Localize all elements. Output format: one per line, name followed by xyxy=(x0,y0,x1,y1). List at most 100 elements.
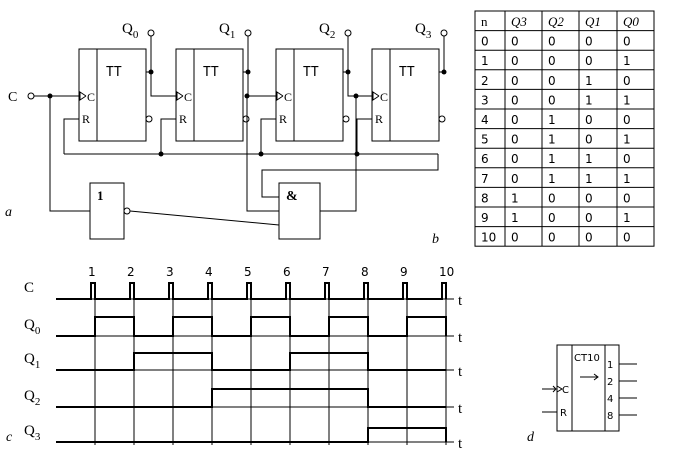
table-cell: 1 xyxy=(623,93,631,107)
flipflop-inverted-output xyxy=(438,115,446,123)
table-cell: 0 xyxy=(585,35,593,49)
table-cell: 0 xyxy=(623,152,631,166)
flipflop-c-pin: C xyxy=(87,90,95,104)
table-header: Q2 xyxy=(548,14,564,29)
table-cell: 0 xyxy=(623,113,631,127)
part-label-b: b xyxy=(432,232,439,247)
table-cell: 8 xyxy=(481,191,489,205)
clock-waveform xyxy=(56,282,447,300)
q2-label: Q2 xyxy=(319,21,335,41)
table-cell: 0 xyxy=(623,231,631,245)
table-cell: 0 xyxy=(585,113,593,127)
clock-pulse-number: 1 xyxy=(88,265,96,279)
table-cell: 0 xyxy=(511,133,519,147)
flipflop-c-pin: C xyxy=(284,90,292,104)
counter-chip-title: CT10 xyxy=(574,353,600,364)
table-cell: 0 xyxy=(511,54,519,68)
signal-label-1: Q0 xyxy=(24,317,41,337)
table-header: Q1 xyxy=(585,14,601,29)
table-cell: 2 xyxy=(481,74,489,88)
q2-output-pin xyxy=(344,29,352,37)
table-cell: 0 xyxy=(548,35,556,49)
and-gate xyxy=(278,182,321,240)
flipflop-r-pin: R xyxy=(82,112,90,126)
table-header: n xyxy=(481,14,488,29)
table-cell: 0 xyxy=(511,231,519,245)
clock-pulse-number: 3 xyxy=(166,265,174,279)
table-cell: 0 xyxy=(511,172,519,186)
counter-chip-symbol: CT10 C R 1 2 4 8 d xyxy=(527,344,637,445)
clock-pulse-number: 4 xyxy=(205,265,213,279)
time-axis-label: t xyxy=(458,364,463,380)
table-cell: 0 xyxy=(623,74,631,88)
signal-label-0: C xyxy=(24,280,34,296)
flipflop-r-pin: R xyxy=(279,112,287,126)
not-gate-output-bubble xyxy=(123,207,131,215)
clock-pulse-number: 10 xyxy=(439,265,454,279)
flipflop-c-pin: C xyxy=(380,90,388,104)
flipflop-type-label: TT xyxy=(106,65,122,80)
not-gate-label: 1 xyxy=(97,188,104,203)
table-cell: 1 xyxy=(585,172,593,186)
signal-label-3: Q2 xyxy=(24,388,40,408)
table-cell: 0 xyxy=(585,133,593,147)
table-cell: 1 xyxy=(481,54,489,68)
table-cell: 1 xyxy=(623,54,631,68)
part-label-d: d xyxy=(527,430,535,445)
flipflop-type-label: TT xyxy=(399,65,415,80)
table-cell: 0 xyxy=(548,93,556,107)
q0-output-pin xyxy=(147,29,155,37)
table-cell: 0 xyxy=(481,35,489,49)
table-cell: 0 xyxy=(511,113,519,127)
table-cell: 1 xyxy=(623,172,631,186)
table-cell: 0 xyxy=(548,54,556,68)
waveform-q1 xyxy=(56,352,446,371)
clock-pulse-number: 8 xyxy=(361,265,369,279)
counter-chip-out-2: 2 xyxy=(607,377,613,388)
clock-pulse-number: 7 xyxy=(322,265,330,279)
clock-pulse-number: 2 xyxy=(127,265,135,279)
table-cell: 0 xyxy=(548,211,556,225)
time-axis-label: t xyxy=(458,330,463,346)
flipflop-r-pin: R xyxy=(375,112,383,126)
q3-label: Q3 xyxy=(415,21,432,41)
table-cell: 1 xyxy=(623,133,631,147)
q3-output-pin xyxy=(440,29,448,37)
table-cell: 0 xyxy=(585,191,593,205)
table-cell: 1 xyxy=(548,152,556,166)
part-label-a: a xyxy=(5,205,12,220)
table-cell: 0 xyxy=(623,35,631,49)
part-label-c: c xyxy=(6,430,13,445)
and-gate-label: & xyxy=(286,189,298,204)
table-cell: 0 xyxy=(585,54,593,68)
table-cell: 0 xyxy=(511,74,519,88)
table-cell: 7 xyxy=(481,172,489,186)
table-cell: 1 xyxy=(511,211,519,225)
table-cell: 0 xyxy=(548,74,556,88)
clock-pulse-number: 6 xyxy=(283,265,291,279)
table-cell: 6 xyxy=(481,152,489,166)
table-cell: 4 xyxy=(481,113,489,127)
counter-chip-r-pin: R xyxy=(560,408,567,419)
table-cell: 5 xyxy=(481,133,489,147)
time-axis-label: t xyxy=(458,436,463,452)
table-cell: 1 xyxy=(585,152,593,166)
table-cell: 1 xyxy=(623,211,631,225)
table-cell: 10 xyxy=(481,231,496,245)
counter-chip-out-1: 1 xyxy=(607,360,613,371)
clock-input-label: C xyxy=(8,90,17,105)
flipflop-type-label: TT xyxy=(303,65,319,80)
clock-input-pin xyxy=(27,92,35,100)
signal-label-2: Q1 xyxy=(24,351,40,371)
table-cell: 0 xyxy=(585,211,593,225)
clock-pulse-number: 9 xyxy=(400,265,408,279)
not-gate xyxy=(89,182,125,240)
q1-output-pin xyxy=(244,29,252,37)
table-cell: 1 xyxy=(548,133,556,147)
flipflop-inverted-output xyxy=(342,115,350,123)
